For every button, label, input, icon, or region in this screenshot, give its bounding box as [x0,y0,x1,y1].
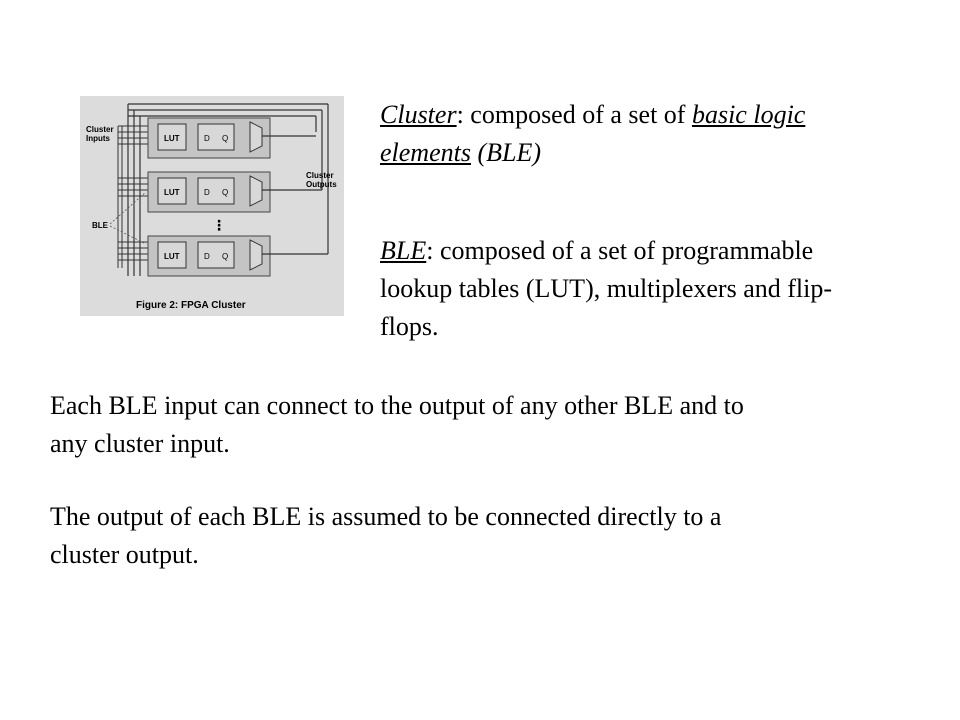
p1-line2: any cluster input. [50,429,230,458]
ble-block-2 [147,171,271,213]
ff-q-label-3: Q [222,252,228,261]
p1-line1: Each BLE input can connect to the output… [50,391,744,420]
fpga-cluster-figure: Cluster Inputs Cluster Outputs BLE LUT L… [80,96,344,316]
figure-caption: Figure 2: FPGA Cluster [136,300,246,311]
cluster-outputs-label: Cluster Outputs [306,171,337,189]
cluster-definition: Cluster: composed of a set of basic logi… [380,96,940,172]
cluster-input-lines [117,125,150,268]
fpga-cluster-diagram: Cluster Inputs Cluster Outputs BLE LUT L… [86,103,337,311]
ble-block-3 [147,235,271,277]
ble-pointer-lines [109,191,147,245]
lut-label-2: LUT [164,188,180,197]
ble-text-line2: lookup tables (LUT), multiplexers and fl… [380,274,833,303]
cluster-text: : composed of a set of [456,100,692,129]
ble-term: BLE [380,236,427,265]
ble-label: BLE [92,221,109,230]
ellipsis-icon: ⋮ [212,217,226,233]
ble-text-line3: flops. [380,312,439,341]
ff-q-label-1: Q [222,134,228,143]
basic-logic-term: basic logic [691,100,806,129]
ble-abbrev: (BLE) [470,138,542,167]
ff-d-label-2: D [204,188,210,197]
p2-line2: cluster output. [50,540,199,569]
ff-q-label-2: Q [222,188,228,197]
ble-block-1 [147,117,271,159]
lut-label-1: LUT [164,134,180,143]
body-paragraph-1: Each BLE input can connect to the output… [50,387,930,463]
body-paragraph-2: The output of each BLE is assumed to be … [50,498,930,574]
ff-d-label-3: D [204,252,210,261]
lut-label-3: LUT [164,252,180,261]
ble-text-line1: : composed of a set of programmable [426,236,814,265]
cluster-term: Cluster [380,100,457,129]
ff-d-label-1: D [204,134,210,143]
p2-line1: The output of each BLE is assumed to be … [50,502,722,531]
cluster-inputs-label: Cluster Inputs [86,125,116,143]
elements-term: elements [380,138,471,167]
ble-definition: BLE: composed of a set of programmable l… [380,232,940,346]
cluster-output-lines [262,135,328,255]
